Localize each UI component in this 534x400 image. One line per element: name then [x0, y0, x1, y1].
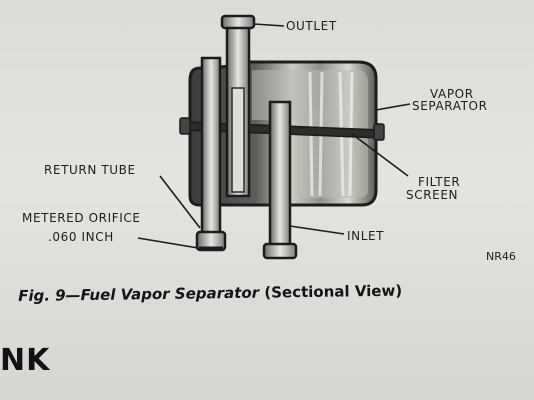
- return-tube: [200, 56, 222, 240]
- label-filter-screen-line1: FILTER: [418, 175, 461, 189]
- return-tube-fitting: [195, 230, 227, 252]
- caption-number: Fig. 9: [18, 286, 66, 305]
- outlet-inner: [231, 87, 245, 193]
- leader-vapor-separator: [375, 103, 411, 111]
- label-outlet: OUTLET: [286, 19, 337, 33]
- label-return-tube: RETURN TUBE: [44, 163, 136, 177]
- leader-return-tube: [159, 175, 201, 229]
- leader-filter-screen: [351, 133, 409, 177]
- caption-title: Fuel Vapor Separator: [80, 283, 260, 305]
- leader-inlet: [289, 225, 345, 235]
- right-boss: [373, 123, 385, 141]
- caption-dash: —: [65, 286, 81, 305]
- leader-outlet: [253, 23, 285, 27]
- label-metered-orifice-line1: METERED ORIFICE: [22, 211, 141, 225]
- inlet-fitting: [262, 242, 298, 260]
- inlet-tube: [268, 100, 292, 252]
- label-inlet: INLET: [347, 229, 385, 243]
- label-filter-screen-line2: SCREEN: [406, 188, 459, 202]
- label-metered-orifice-line2: .060 INCH: [48, 230, 114, 244]
- outlet-cap: [220, 14, 256, 30]
- figure-reference: NR46: [486, 250, 516, 263]
- left-boss: [179, 117, 191, 135]
- label-vapor-separator-line2: SEPARATOR: [412, 99, 488, 113]
- label-vapor-separator-line1: VAPOR: [430, 87, 474, 101]
- leader-metered-orifice: [137, 237, 199, 249]
- caption-subtitle: (Sectional View): [264, 281, 403, 302]
- section-heading-fragment: NK: [0, 343, 51, 378]
